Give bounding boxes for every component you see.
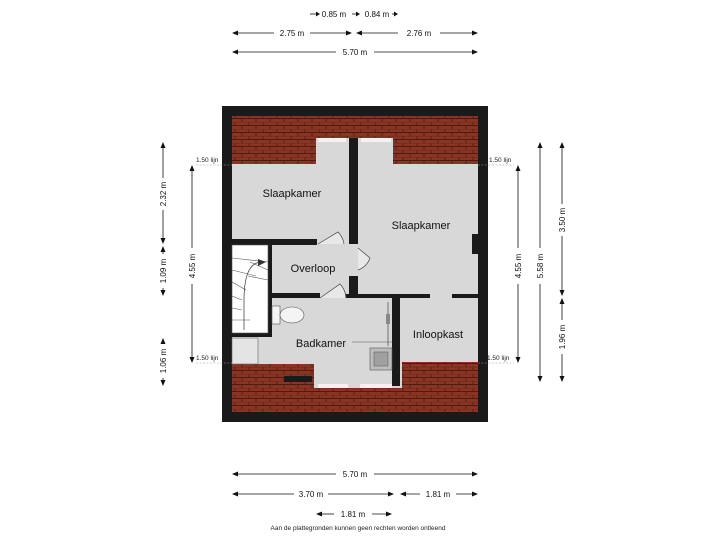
- lijn-label-top-right: 1.50 lijn: [489, 157, 512, 164]
- dim-top-small-left: 0.85 m: [322, 10, 347, 19]
- wall-overloop-left: [268, 245, 272, 295]
- dimensions-bottom: 5.70 m 3.70 m 1.81 m 1.81 m: [232, 470, 478, 519]
- dimensions-left: 2.32 m 1.09 m 1.06 m 4.55 m: [159, 142, 197, 386]
- wall-slaapkamer-left-bottom: [232, 239, 317, 245]
- staircase: [231, 244, 269, 334]
- wall-badkamer-top: [345, 294, 430, 298]
- door-slaapkamer-right: [357, 247, 371, 271]
- wall-slaapkamer-divider: [349, 138, 358, 244]
- door-badkamer: [319, 283, 347, 299]
- window-bottom: [318, 384, 348, 388]
- dim-top-right: 2.76 m: [407, 29, 432, 38]
- dim-right-outer-bottom: 1.96 m: [558, 324, 567, 349]
- dim-top-left: 2.75 m: [280, 29, 305, 38]
- dim-left-outer-mid: 1.09 m: [159, 258, 168, 283]
- dimensions-top: 0.85 m 0.84 m 2.75 m 2.76 m 5.70 m: [232, 10, 478, 57]
- dim-bottom-right: 1.81 m: [426, 490, 451, 499]
- dim-right-middle: 5.58 m: [536, 253, 545, 278]
- room-label-inloopkast: Inloopkast: [413, 329, 463, 341]
- door-slaapkamer-left: [317, 231, 345, 245]
- wall-inloopkast-left: [392, 294, 400, 386]
- wall-overloop-right: [349, 276, 358, 298]
- wall-badkamer-left: [268, 298, 272, 336]
- disclaimer-text: Aan de plattegronden kunnen geen rechten…: [271, 525, 446, 532]
- lijn-markers: 1.50 lijn 1.50 lijn 1.50 lijn 1.50 lijn: [196, 157, 514, 364]
- window-bottom-2: [360, 384, 392, 388]
- room-label-slaapkamer-right: Slaapkamer: [392, 220, 451, 232]
- dim-bottom-lowest: 1.81 m: [341, 510, 366, 519]
- dim-right-outer-top: 3.50 m: [558, 207, 567, 232]
- room-label-slaapkamer-left: Slaapkamer: [263, 188, 322, 200]
- dim-bottom-left: 3.70 m: [299, 490, 324, 499]
- roof-tiles-top: [232, 116, 478, 138]
- lijn-label-bottom-left: 1.50 lijn: [196, 355, 219, 362]
- roof-tiles-top-left: [232, 138, 316, 164]
- room-label-overloop: Overloop: [291, 263, 336, 275]
- dim-left-outer-bottom: 1.06 m: [159, 348, 168, 373]
- wall-bottom-chimney: [284, 376, 312, 382]
- dimensions-right: 4.55 m 5.58 m 3.50 m 1.96 m: [514, 142, 567, 382]
- toilet: [271, 305, 305, 325]
- wall-right-stub: [472, 234, 480, 254]
- dim-top-total: 5.70 m: [343, 48, 368, 57]
- lijn-label-bottom-right: 1.50 lijn: [487, 355, 510, 362]
- dim-bottom-total: 5.70 m: [343, 470, 368, 479]
- room-label-badkamer: Badkamer: [296, 338, 346, 350]
- building: Slaapkamer Slaapkamer Overloop Badkamer …: [222, 106, 488, 422]
- roof-tiles-bottom-right: [402, 362, 478, 388]
- sink: [369, 347, 393, 371]
- lijn-label-top-left: 1.50 lijn: [196, 157, 219, 164]
- dim-top-small-right: 0.84 m: [365, 10, 390, 19]
- roof-tiles-bottom: [232, 388, 478, 412]
- shower: [231, 337, 259, 365]
- roof-tiles-top-right: [393, 138, 478, 164]
- dim-left-inner: 4.55 m: [188, 253, 197, 278]
- window-top-right: [361, 138, 391, 142]
- wall-stair-bottom: [232, 333, 272, 337]
- wall-overloop-bottom: [268, 293, 320, 298]
- window-top-left: [318, 138, 346, 142]
- dim-left-outer-top: 2.32 m: [159, 181, 168, 206]
- dim-right-inner: 4.55 m: [514, 253, 523, 278]
- wall-inloopkast-top-right: [452, 294, 478, 298]
- bathroom-partition: [352, 302, 392, 346]
